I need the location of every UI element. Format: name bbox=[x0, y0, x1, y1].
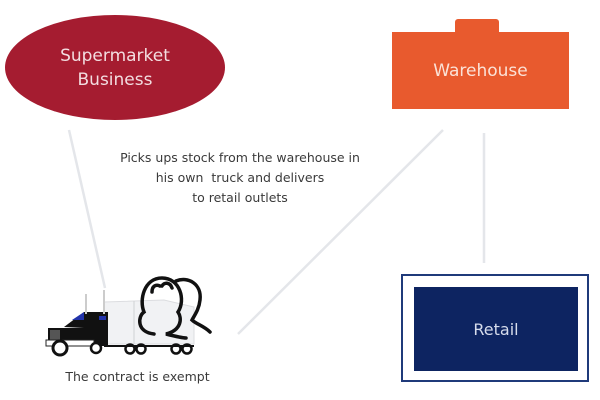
warehouse-folder-tab bbox=[455, 19, 499, 34]
connector-supermarket-truck bbox=[67, 129, 107, 289]
description-line1: Picks ups stock from the warehouse in bbox=[120, 150, 360, 165]
description-text: Picks ups stock from the warehouse in hi… bbox=[80, 148, 400, 208]
retail-label: Retail bbox=[473, 319, 519, 339]
illustration-caption: The contract is exempt bbox=[65, 369, 210, 384]
warehouse-label: Warehouse bbox=[433, 60, 528, 81]
supermarket-label-line2: Business bbox=[77, 69, 153, 90]
truck-icon bbox=[45, 290, 195, 357]
connector-warehouse-truck bbox=[237, 129, 444, 335]
description-line3: to retail outlets bbox=[192, 190, 288, 205]
people-icon bbox=[138, 276, 212, 340]
warehouse-node[interactable]: Warehouse bbox=[392, 32, 569, 109]
truck-and-people-illustration bbox=[45, 276, 212, 357]
description-line2: his own truck and delivers bbox=[155, 170, 325, 185]
supermarket-label-line1: Supermarket bbox=[60, 45, 170, 66]
supermarket-business-node[interactable]: Supermarket Business bbox=[5, 15, 225, 120]
retail-node[interactable]: Retail bbox=[414, 287, 578, 371]
